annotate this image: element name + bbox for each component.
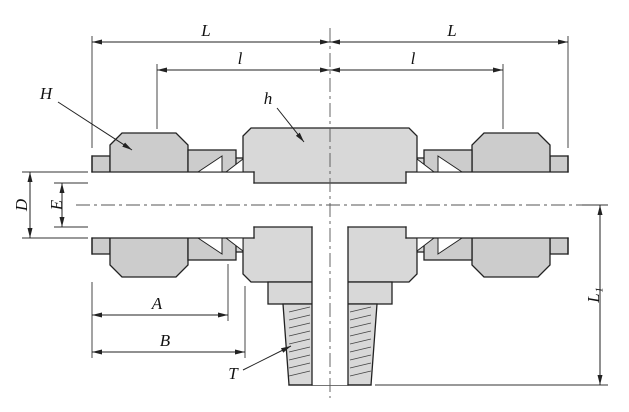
thread-line	[349, 362, 372, 369]
ferrule	[437, 237, 464, 255]
thread-line	[288, 370, 311, 377]
ferrule	[196, 155, 223, 173]
thread-line	[349, 370, 372, 377]
thread-line	[288, 314, 311, 321]
dim-label-L-left: L	[200, 21, 210, 40]
dim-label-H: H	[39, 84, 54, 103]
leader-h	[276, 107, 305, 143]
ferrule	[416, 157, 436, 173]
ferrule	[437, 155, 464, 173]
dim-label-l-right: l	[411, 49, 416, 68]
bore-cutouts	[90, 172, 570, 385]
leader-T	[242, 345, 292, 371]
dim-label-L1: L₁	[584, 287, 603, 303]
leader-lines	[57, 101, 305, 371]
ferrule	[196, 237, 223, 255]
dim-label-T: T	[228, 364, 239, 383]
thread-line	[349, 306, 372, 313]
extension-lines	[22, 36, 608, 386]
dim-label-L-right: L	[446, 21, 456, 40]
thread-line	[349, 346, 372, 353]
thread-line	[349, 354, 372, 361]
thread-line	[288, 338, 311, 345]
ferrule	[224, 157, 244, 173]
ferrule	[416, 237, 436, 253]
dim-label-A: A	[151, 294, 163, 313]
thread-line	[288, 354, 311, 361]
dim-label-h: h	[264, 89, 273, 108]
thread-line	[288, 306, 311, 313]
leader-H	[57, 101, 133, 151]
thread-line	[288, 362, 311, 369]
thread-hatch	[288, 306, 372, 377]
centerlines	[76, 28, 586, 398]
ferrules	[196, 155, 464, 255]
dimension-lines	[27, 39, 603, 385]
dim-label-B: B	[160, 331, 171, 350]
thread-line	[349, 338, 372, 345]
thread-line	[349, 314, 372, 321]
thread-line	[349, 330, 372, 337]
dim-label-l-left: l	[238, 49, 243, 68]
dim-label-D: D	[12, 198, 31, 212]
thread-line	[349, 322, 372, 329]
thread-line	[288, 322, 311, 329]
ferrule	[224, 237, 244, 253]
dim-label-E: E	[47, 199, 66, 211]
thread-line	[288, 346, 311, 353]
thread-line	[288, 330, 311, 337]
dimension-labels: L L l l H h D E A B T L₁	[12, 21, 603, 383]
